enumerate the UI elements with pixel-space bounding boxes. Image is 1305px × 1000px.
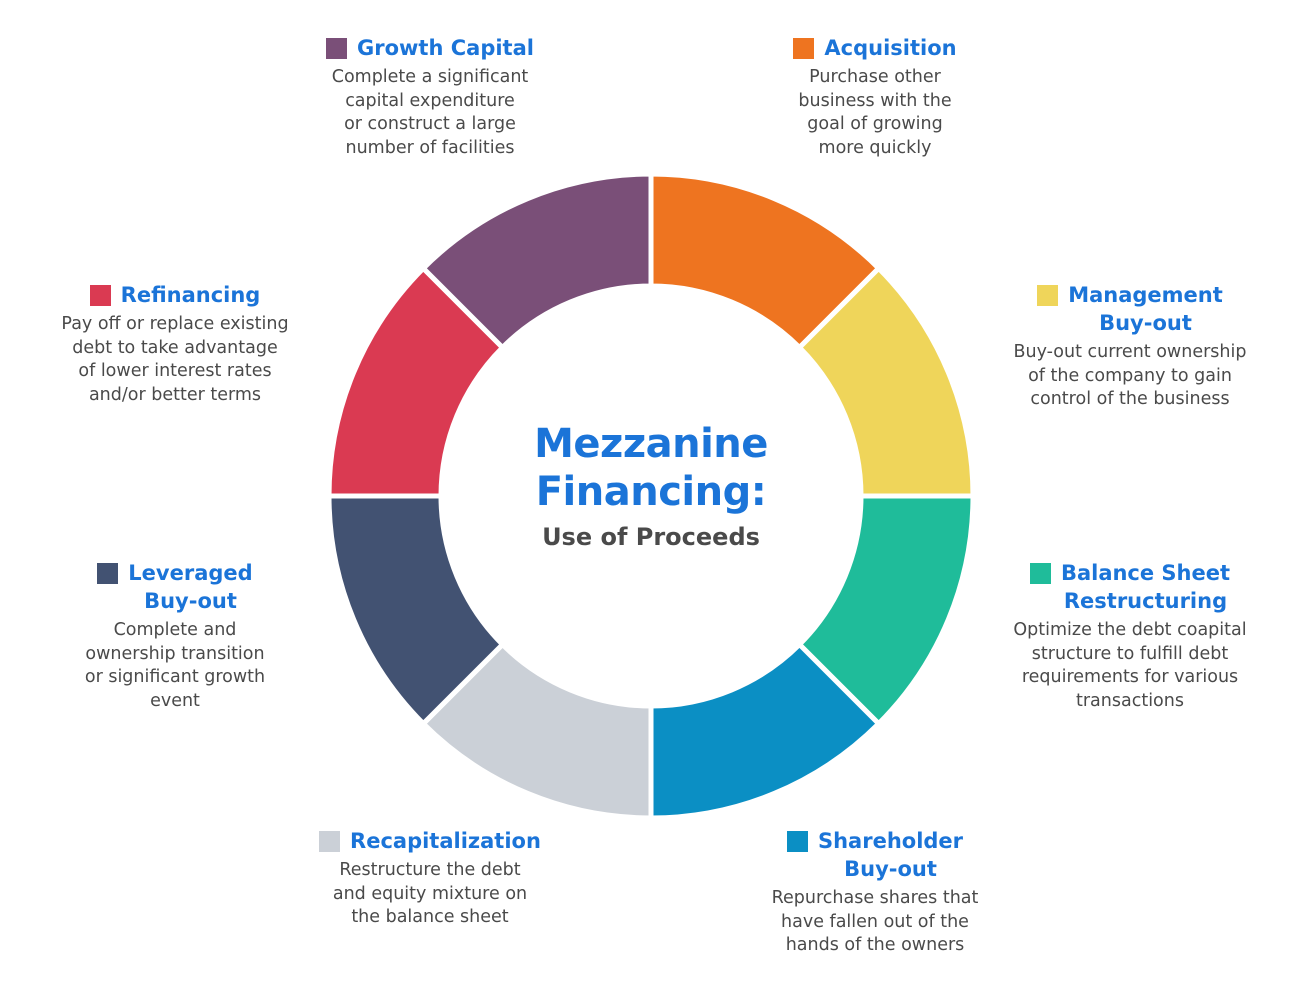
item-title: Leveraged Buy-out <box>128 561 253 613</box>
item-recapitalization: Recapitalization Restructure the debt an… <box>285 827 575 930</box>
recapitalization-swatch-icon <box>319 831 341 852</box>
item-description: Optimize the debt coapital structure to … <box>1013 620 1247 711</box>
item-title: Refinancing <box>120 283 261 307</box>
title-line-1: Mezzanine <box>534 421 768 467</box>
shareholder-buyout-swatch-icon <box>786 831 808 852</box>
item-balance-sheet-restructuring: Balance Sheet Restructuring Optimize the… <box>985 559 1275 713</box>
management-buyout-swatch-icon <box>1037 285 1059 306</box>
balance-sheet-swatch-icon <box>1029 563 1051 584</box>
item-title: Acquisition <box>824 36 957 60</box>
item-title: Growth Capital <box>357 36 534 60</box>
ring-segment <box>419 171 654 352</box>
item-description: Pay off or replace existing debt to take… <box>61 314 289 405</box>
item-description: Complete and ownership transition or sig… <box>84 620 266 711</box>
leveraged-buyout-swatch-icon <box>97 563 119 584</box>
item-title: Recapitalization <box>350 829 541 853</box>
item-acquisition: Acquisition Purchase other business with… <box>735 34 1015 160</box>
item-title: Balance Sheet Restructuring <box>1060 561 1231 613</box>
item-shareholder-buyout: Shareholder Buy-out Repurchase shares th… <box>735 827 1015 958</box>
item-title: Shareholder Buy-out <box>817 829 964 881</box>
item-management-buyout: Management Buy-out Buy-out current owner… <box>985 281 1275 412</box>
item-leveraged-buyout: Leveraged Buy-out Complete and ownership… <box>45 559 305 713</box>
item-description: Restructure the debt and equity mixture … <box>332 860 528 927</box>
acquisition-swatch-icon <box>793 38 815 59</box>
item-description: Complete a significant capital expenditu… <box>331 67 529 158</box>
refinancing-swatch-icon <box>89 285 111 306</box>
center-title: Mezzanine Financing: Use of Proceeds <box>451 420 851 552</box>
item-refinancing: Refinancing Pay off or replace existing … <box>30 281 320 407</box>
item-description: Buy-out current ownership of the company… <box>1013 342 1247 409</box>
item-growth-capital: Growth Capital Complete a significant ca… <box>290 34 570 160</box>
title-line-2: Financing: <box>535 469 767 515</box>
growth-capital-swatch-icon <box>326 38 348 59</box>
item-title: Management Buy-out <box>1068 283 1223 335</box>
item-description: Repurchase shares that have fallen out o… <box>771 888 979 955</box>
item-description: Purchase other business with the goal of… <box>798 67 952 158</box>
subtitle: Use of Proceeds <box>542 523 760 551</box>
